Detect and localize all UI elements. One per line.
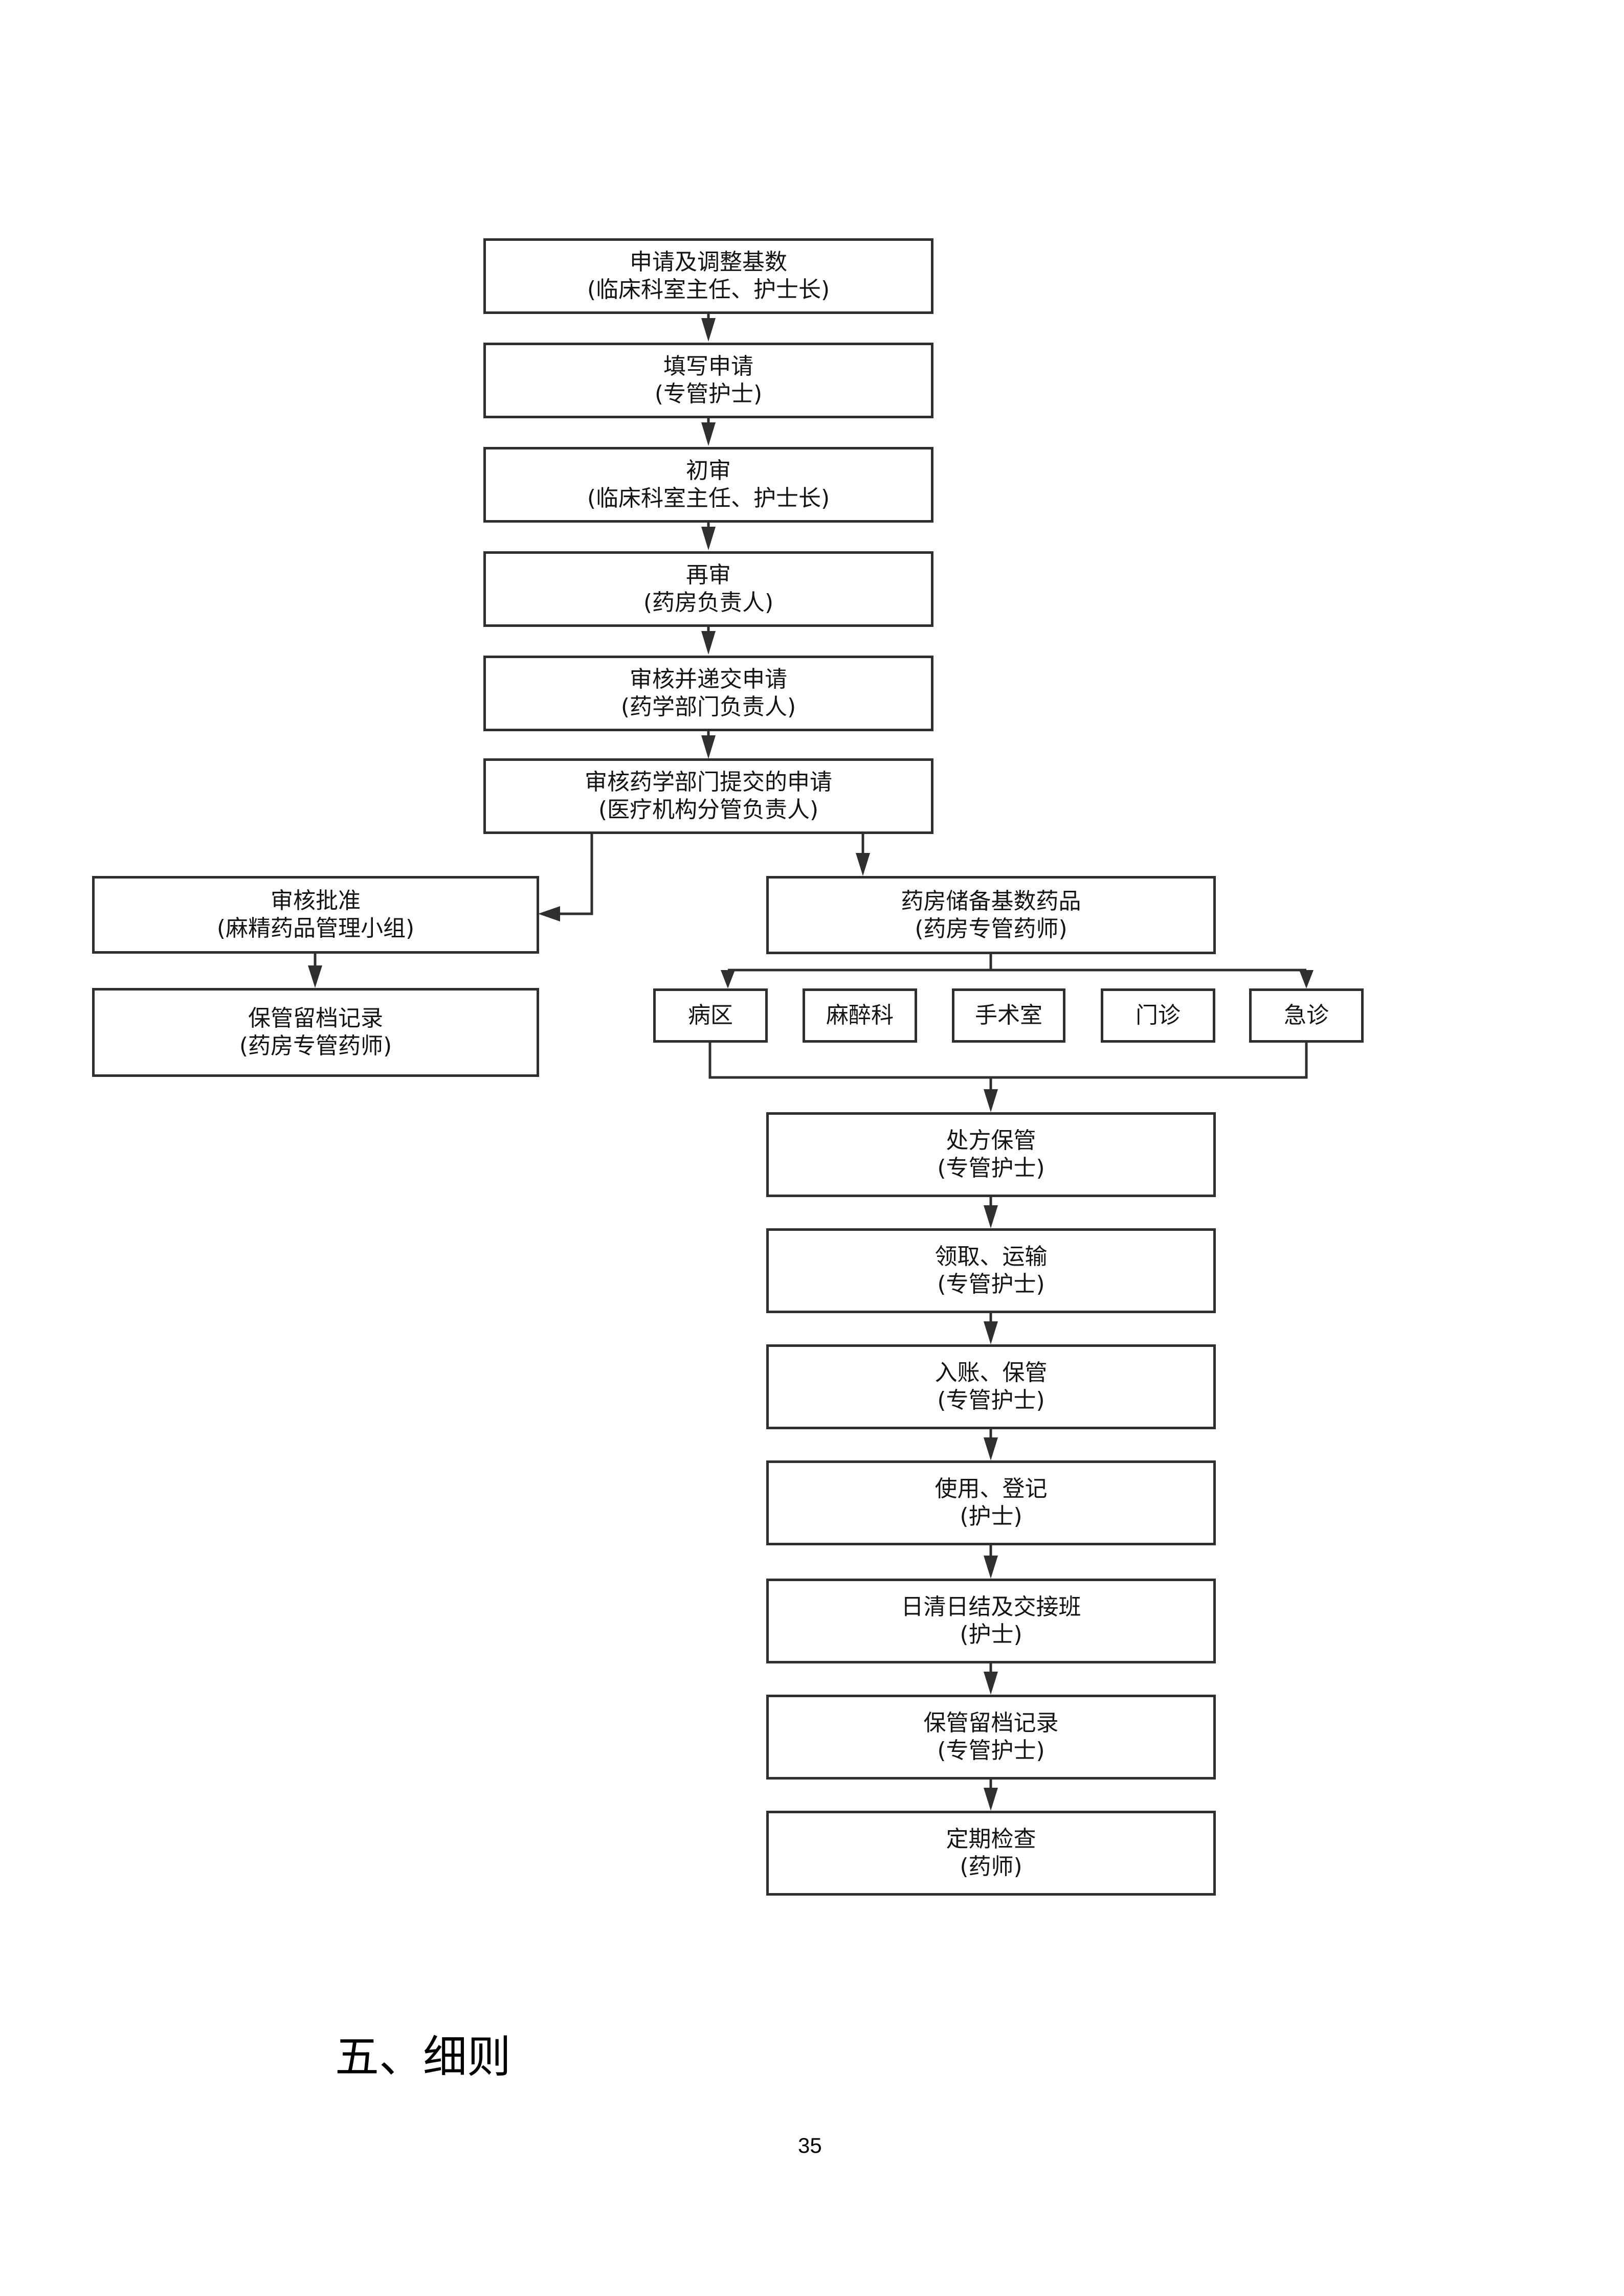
dept-operating-room: 手术室 xyxy=(952,988,1065,1043)
arrowhead-ward-1 xyxy=(984,1205,998,1228)
dept-outpatient: 门诊 xyxy=(1101,988,1215,1043)
arrowhead-ward-2 xyxy=(984,1321,998,1344)
arrowhead-left-branch xyxy=(308,965,322,988)
step-role: (临床科室主任、护士长) xyxy=(587,485,830,511)
step-role: (药学部门负责人) xyxy=(620,694,796,720)
arrowhead-ward-3 xyxy=(984,1437,998,1460)
arrowhead-ward-6 xyxy=(984,1788,998,1811)
step-role: (药房负责人) xyxy=(643,590,774,616)
step-role: (药房专管药师) xyxy=(915,915,1067,942)
step-role: (药师) xyxy=(960,1854,1022,1880)
arrowhead-main-3 xyxy=(701,527,716,550)
arrowhead-to-prescription xyxy=(984,1089,998,1112)
arrowhead-main-1 xyxy=(701,318,716,342)
section-heading: 五、细则 xyxy=(335,2032,511,2083)
connector-fan-in xyxy=(708,1042,1308,1079)
step-role: (护士) xyxy=(960,1622,1022,1648)
arrowhead-main-5 xyxy=(701,735,716,759)
step-prescription-custody: 处方保管 (专管护士) xyxy=(766,1112,1216,1197)
step-title: 审核并递交申请 xyxy=(630,666,787,693)
step-title: 保管留档记录 xyxy=(923,1710,1059,1737)
step-apply-adjust-base: 申请及调整基数 (临床科室主任、护士长) xyxy=(483,238,933,314)
arrowhead-to-ward xyxy=(721,970,735,988)
step-role: (专管护士) xyxy=(654,381,763,407)
dept-label: 门诊 xyxy=(1136,1002,1181,1029)
step-role: (专管护士) xyxy=(937,1271,1045,1297)
step-title: 定期检查 xyxy=(946,1826,1036,1853)
step-record-store: 入账、保管 (专管护士) xyxy=(766,1344,1216,1429)
dept-anesthesia: 麻醉科 xyxy=(803,988,917,1043)
step-review-submit: 审核并递交申请 (药学部门负责人) xyxy=(483,656,933,731)
main-chain-arrows xyxy=(701,313,716,759)
arrowhead-to-approval xyxy=(538,906,560,921)
arrowhead-ward-4 xyxy=(984,1556,998,1579)
arrowhead-ward-5 xyxy=(984,1672,998,1695)
arrowhead-to-pharmacy xyxy=(856,853,870,876)
step-collect-transport: 领取、运输 (专管护士) xyxy=(766,1228,1216,1313)
step-periodic-check: 定期检查 (药师) xyxy=(766,1811,1216,1896)
step-title: 申请及调整基数 xyxy=(630,249,787,276)
step-use-register: 使用、登记 (护士) xyxy=(766,1460,1216,1545)
page-number: 35 xyxy=(798,2133,822,2157)
step-role: (医疗机构分管负责人) xyxy=(598,797,819,823)
step-title: 药房储备基数药品 xyxy=(901,888,1081,914)
dept-label: 急诊 xyxy=(1284,1002,1329,1029)
step-title: 审核药学部门提交的申请 xyxy=(585,769,832,796)
step-fill-application: 填写申请 (专管护士) xyxy=(483,343,933,418)
step-role: (药房专管药师) xyxy=(239,1033,392,1059)
step-second-review: 再审 (药房负责人) xyxy=(483,551,933,627)
step-archive-nurse: 保管留档记录 (专管护士) xyxy=(766,1695,1216,1780)
step-title: 再审 xyxy=(686,562,731,589)
arrowhead-to-emergency xyxy=(1299,970,1314,988)
arrowhead-main-2 xyxy=(701,422,716,446)
step-title: 审核批准 xyxy=(271,888,361,914)
step-role: (专管护士) xyxy=(937,1738,1045,1764)
step-title: 领取、运输 xyxy=(935,1244,1048,1270)
step-title: 入账、保管 xyxy=(935,1360,1048,1386)
ward-chain-arrows xyxy=(984,1197,998,1811)
step-title: 初审 xyxy=(686,458,731,484)
dept-ward: 病区 xyxy=(653,988,768,1043)
dept-emergency: 急诊 xyxy=(1249,988,1364,1043)
dept-label: 麻醉科 xyxy=(826,1002,894,1029)
step-archive-pharmacy: 保管留档记录 (药房专管药师) xyxy=(92,988,539,1077)
step-role: (临床科室主任、护士长) xyxy=(587,277,830,303)
step-title: 保管留档记录 xyxy=(248,1005,383,1032)
step-title: 处方保管 xyxy=(946,1128,1036,1154)
step-institution-review: 审核药学部门提交的申请 (医疗机构分管负责人) xyxy=(483,758,933,834)
step-title: 日清日结及交接班 xyxy=(901,1594,1081,1620)
step-title: 填写申请 xyxy=(663,353,753,380)
step-title: 使用、登记 xyxy=(935,1476,1048,1502)
connector-to-approval xyxy=(560,833,593,915)
dept-label: 手术室 xyxy=(975,1002,1042,1029)
step-pharmacy-stock: 药房储备基数药品 (药房专管药师) xyxy=(766,876,1216,954)
step-role: (麻精药品管理小组) xyxy=(216,915,415,941)
step-approval: 审核批准 (麻精药品管理小组) xyxy=(92,876,539,954)
arrowhead-main-4 xyxy=(701,631,716,655)
step-role: (专管护士) xyxy=(937,1155,1045,1181)
step-initial-review: 初审 (临床科室主任、护士长) xyxy=(483,447,933,523)
step-role: (护士) xyxy=(960,1503,1022,1529)
dept-label: 病区 xyxy=(688,1002,733,1029)
step-role: (专管护士) xyxy=(937,1387,1045,1413)
step-daily-handover: 日清日结及交接班 (护士) xyxy=(766,1579,1216,1663)
